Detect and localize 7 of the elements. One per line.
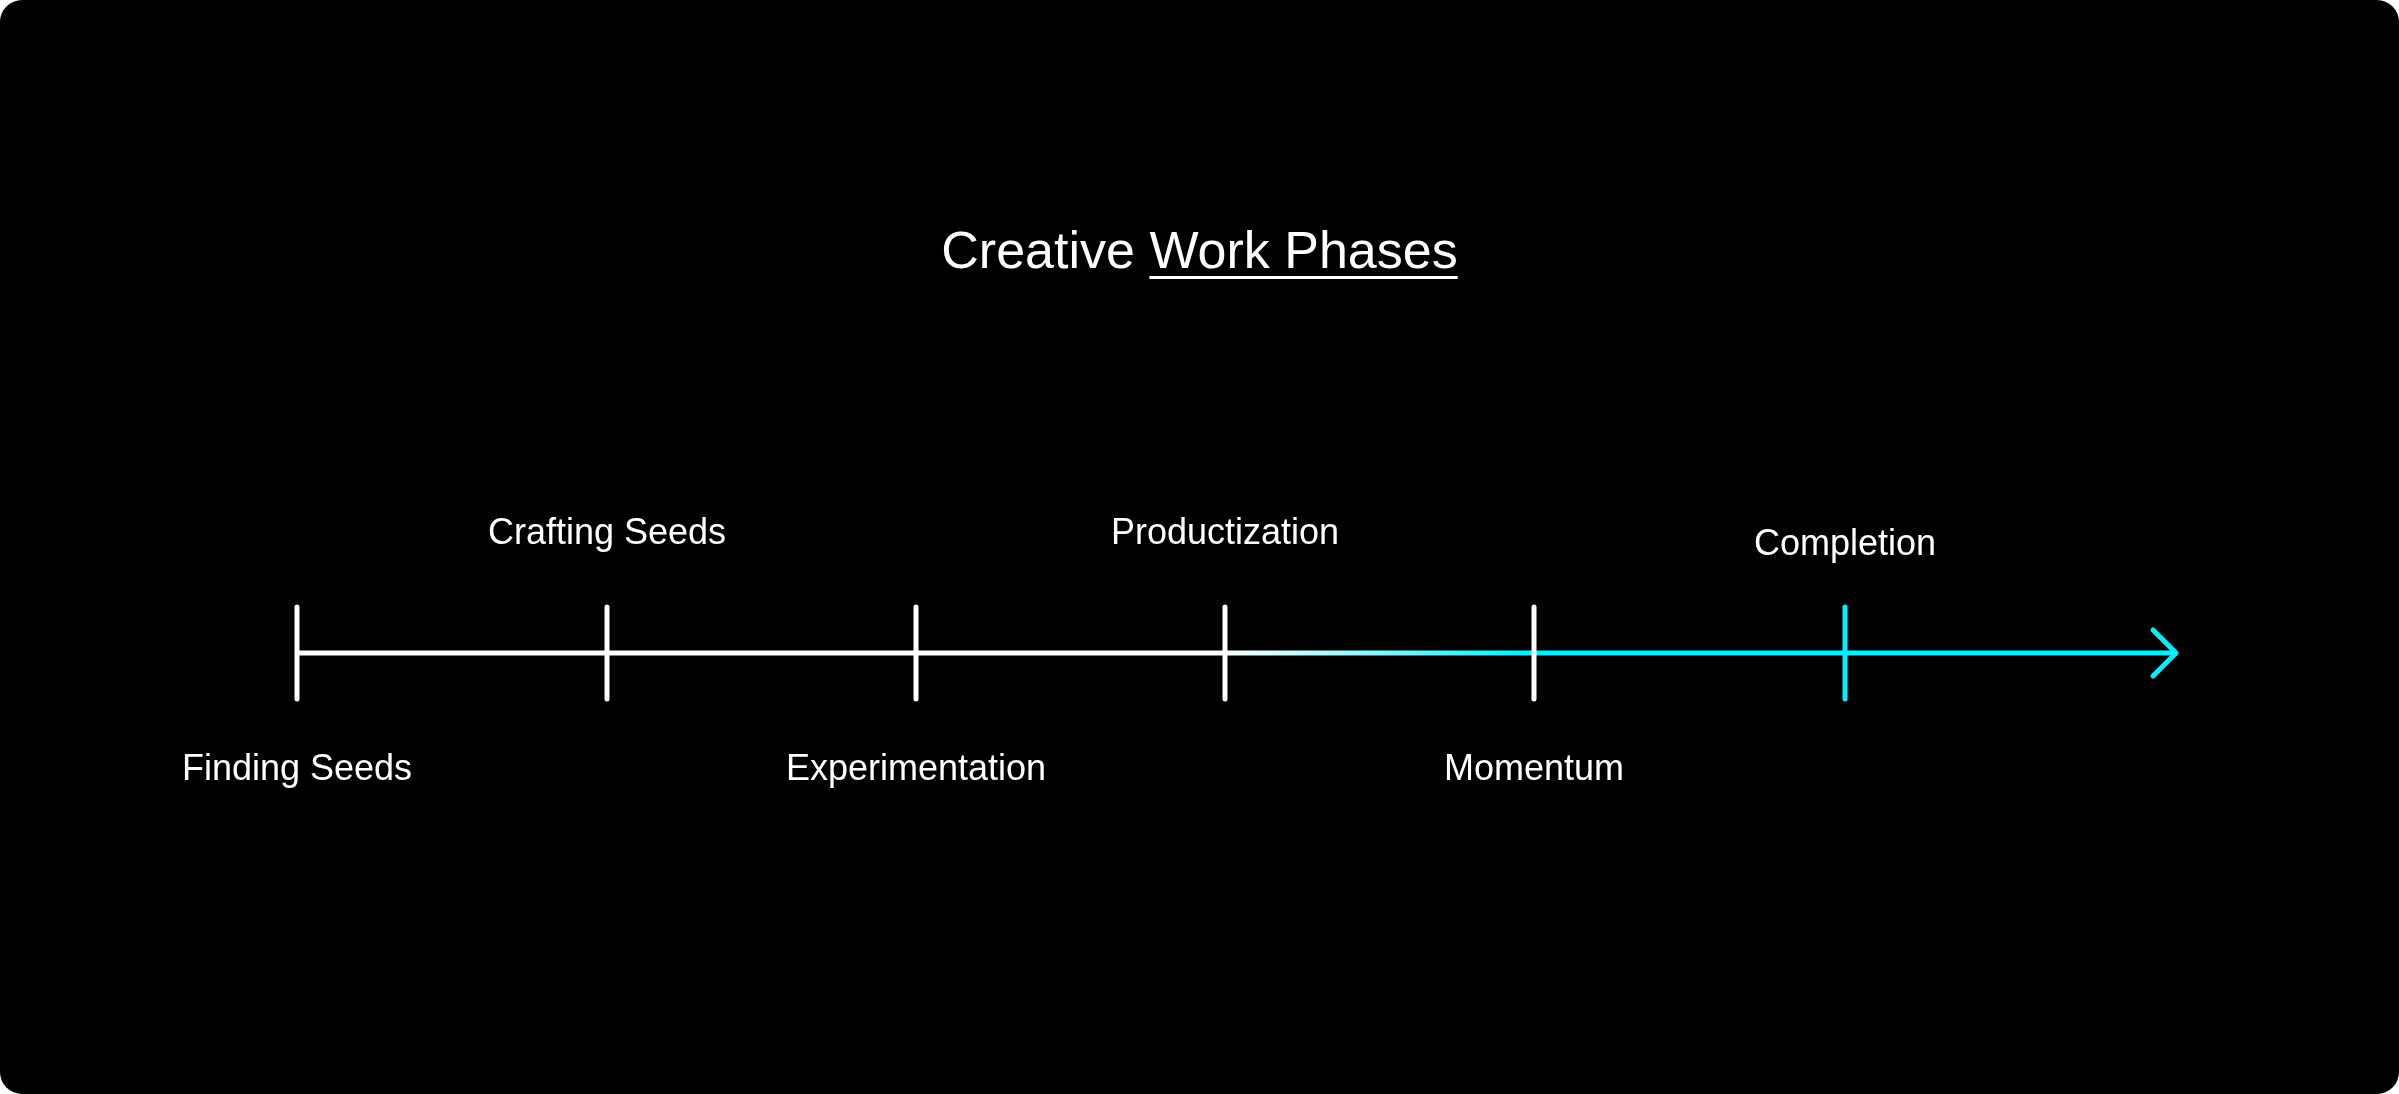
phase-label: Momentum xyxy=(1443,746,1625,790)
phase-label: Completion xyxy=(1753,521,1937,565)
phase-label: Experimentation xyxy=(785,746,1047,790)
phase-label: Productization xyxy=(1110,510,1340,554)
phase-label: Crafting Seeds xyxy=(487,510,727,554)
title: Creative Work Phases xyxy=(941,220,1458,281)
phase-label: Finding Seeds xyxy=(181,746,413,790)
